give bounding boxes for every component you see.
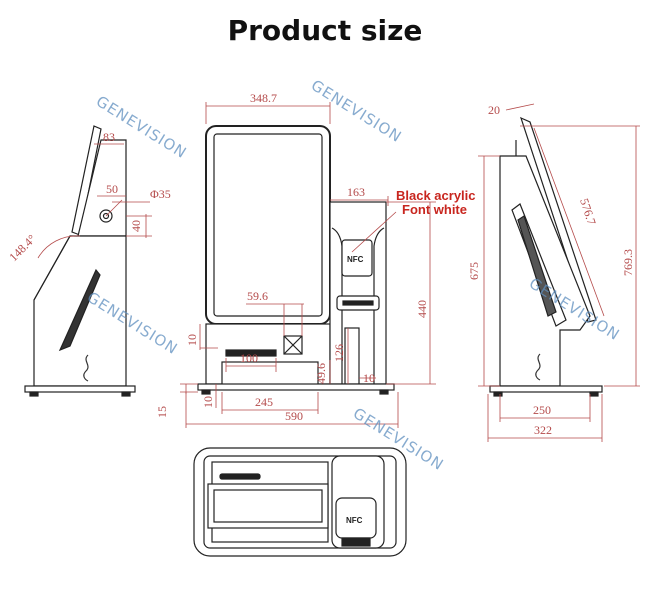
dim-rear-total-base: 322 (534, 423, 552, 437)
side-view-left (24, 125, 136, 397)
front-view (197, 125, 395, 395)
dim-hole-diameter: Φ35 (150, 187, 171, 201)
dim-lower-height: 49.6 (314, 363, 328, 384)
dim-front-bottom-10: 10 (201, 396, 215, 408)
dim-rear-total-height: 769.3 (621, 249, 635, 276)
dim-slot-width: 59.6 (247, 289, 268, 303)
dim-front-left-10: 10 (185, 334, 199, 346)
callout-line-1: Black acrylic (396, 188, 476, 203)
dim-rear-height: 675 (467, 262, 481, 280)
dim-rear-base: 250 (533, 403, 551, 417)
dim-tilt-angle: 148.4° (6, 232, 39, 265)
page-title: Product size (227, 14, 423, 47)
dim-panel-height: 440 (415, 300, 429, 318)
dim-side-gap: 10 (363, 371, 375, 385)
dim-side-50: 50 (106, 182, 118, 196)
nfc-label-front: NFC (347, 255, 364, 264)
dim-screen-width: 348.7 (250, 91, 277, 105)
dim-rear-top: 20 (488, 103, 500, 117)
dim-printer-width: 100 (240, 351, 258, 365)
front-dimensions (180, 102, 436, 428)
rear-dimensions (478, 103, 640, 442)
dim-foot-height: 15 (155, 406, 169, 418)
top-view (193, 447, 407, 557)
dim-scanner-height: 126 (332, 344, 346, 362)
callout-line-2: Font white (402, 202, 467, 217)
rear-view (489, 116, 603, 397)
side-view-dimensions (37, 143, 152, 259)
dim-rear-diagonal: 576.7 (577, 197, 599, 227)
nfc-label-top: NFC (346, 516, 363, 525)
dim-base-width: 590 (285, 409, 303, 423)
dim-side-top: 83 (103, 130, 115, 144)
dim-side-40: 40 (129, 220, 143, 232)
dim-base-inner-width: 245 (255, 395, 273, 409)
dim-right-panel-width: 163 (347, 185, 365, 199)
